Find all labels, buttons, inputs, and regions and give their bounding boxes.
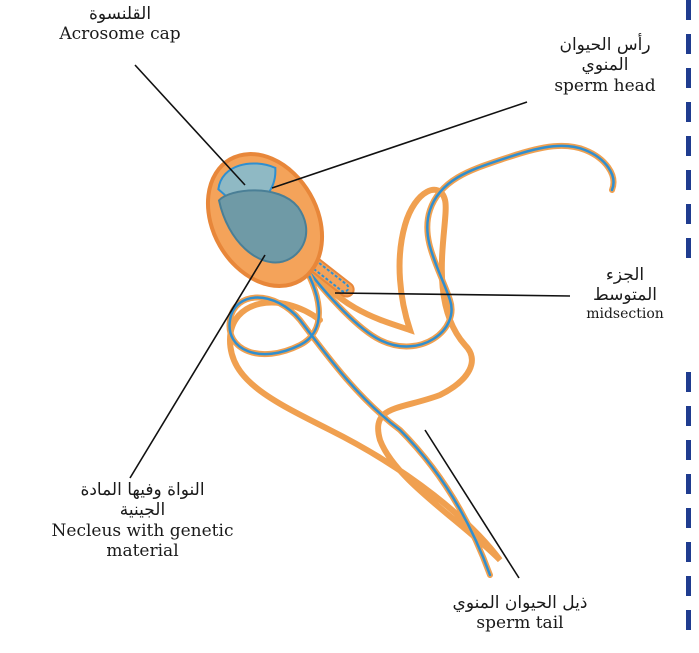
- nucleus-arabic-2: الجينية: [0, 500, 285, 520]
- midsection-arabic-2: المتوسط: [560, 285, 690, 305]
- acrosome-english: Acrosome cap: [0, 24, 240, 44]
- midsection-arabic-1: الجزء: [560, 265, 690, 285]
- leader-acrosome: [135, 65, 245, 185]
- sperm-head-arabic-1: رأس الحيوان: [520, 35, 690, 55]
- leader-head: [272, 102, 527, 188]
- leader-midsection: [335, 293, 570, 296]
- label-midsection: الجزء المتوسط midsection: [560, 265, 690, 323]
- label-acrosome: القلنسوة Acrosome cap: [0, 4, 240, 45]
- label-sperm-tail: ذيل الحيوان المنوي sperm tail: [410, 593, 630, 634]
- leader-nucleus: [130, 255, 265, 478]
- sperm-head-english: sperm head: [520, 76, 690, 96]
- sperm-tail-arabic: ذيل الحيوان المنوي: [410, 593, 630, 613]
- label-sperm-head: رأس الحيوان المنوي sperm head: [520, 35, 690, 96]
- sperm-head-arabic-2: المنوي: [520, 55, 690, 75]
- acrosome-arabic: القلنسوة: [0, 4, 240, 24]
- midsection-english: midsection: [560, 306, 690, 323]
- label-nucleus: النواة وفيها المادة الجينية Necleus with…: [0, 480, 285, 562]
- nucleus-english-1: Necleus with genetic: [0, 521, 285, 541]
- nucleus-english-2: material: [0, 541, 285, 561]
- nucleus-arabic-1: النواة وفيها المادة: [0, 480, 285, 500]
- sperm-tail-english: sperm tail: [410, 613, 630, 633]
